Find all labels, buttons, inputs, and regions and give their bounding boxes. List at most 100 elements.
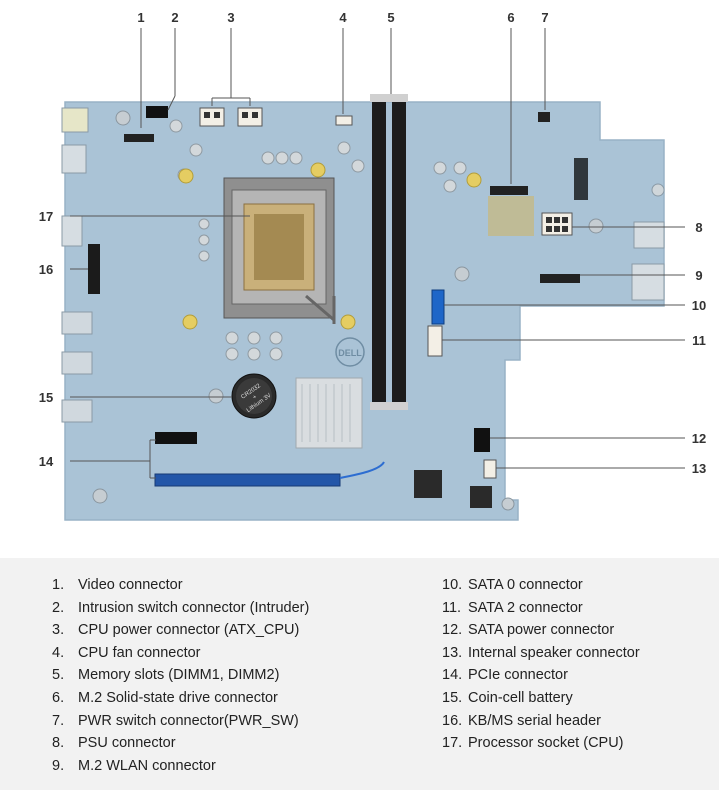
legend-num: 5. [52,667,65,684]
m2-ssd-connector [490,186,528,195]
legend-item-1: 1.Video connector [52,574,309,597]
legend-item-11: 11. SATA 2 connector [442,597,640,620]
legend-column-right: 10.SATA 0 connector 11.SATA 2 connector … [442,574,640,755]
legend-num: 16. [442,712,463,729]
legend-item-2: 2. Intrusion switch connector (Intruder) [52,597,309,620]
legend-text: CPU power connector (ATX_CPU) [78,622,300,639]
callout-3: 3 [227,10,234,25]
legend-item-13: 13. Internal speaker connector [442,642,640,665]
legend-text: Memory slots (DIMM1, DIMM2) [78,667,280,684]
callout-13: 13 [692,461,706,476]
legend-text: Internal speaker connector [468,644,640,661]
legend-item-7: 7.PWR switch connector(PWR_SW) [52,710,309,733]
callout-lines [70,28,685,479]
speaker-connector [483,459,497,479]
legend-item-9: 9. M.2 WLAN connector [52,755,309,778]
motherboard-svg: DELL CR2032 + Lithium 3V [39,10,706,521]
small-chip [574,158,588,200]
chipset-heatsink [295,377,363,449]
io-port-5 [61,399,93,423]
memory-slots [370,94,408,410]
sata0-connector [431,289,445,325]
legend-text: Coin-cell battery [468,689,573,706]
dell-logo [335,337,365,367]
legend-text: M.2 WLAN connector [78,757,216,774]
legend-item-4: 4. CPU fan connector [52,642,309,665]
legend-text: Processor socket (CPU) [468,735,624,752]
callout-12: 12 [692,431,706,446]
legend-text: PWR switch connector(PWR_SW) [78,712,299,729]
kbms-header [88,244,100,294]
legend-text: M.2 Solid-state drive connector [78,689,278,706]
legend-num: 2. [52,599,65,616]
legend-text: SATA 2 connector [468,599,583,616]
legend-item-6: 6.M.2 Solid-state drive connector [52,687,309,710]
callout-15: 15 [39,390,53,405]
legend-item-12: 12. SATA power connector [442,619,640,642]
battery-text-2: + [252,394,259,401]
legend-text: Video connector [78,577,183,593]
io-usb-2 [61,351,93,375]
io-video-port [61,144,87,174]
cpu-power-connector [199,107,263,127]
callout-2: 2 [171,10,178,25]
right-jack [651,183,665,197]
legend-panel: 1.Video connector 2. Intrusion switch con… [0,558,719,790]
callout-11: 11 [692,333,706,348]
legend-num: 17. [442,735,463,752]
callout-16: 16 [39,262,53,277]
legend-item-3: 3. CPU power connector (ATX_CPU) [52,619,309,642]
legend-item-8: 8. PSU connector [52,732,309,755]
motherboard-diagram: DELL CR2032 + Lithium 3V [38,10,707,521]
legend-text: PSU connector [78,735,176,752]
cpu-fan-connector [335,115,353,126]
legend-num: 11. [442,599,462,616]
blue-cable [339,461,385,479]
io-usb-1 [61,311,93,335]
callout-5: 5 [387,10,394,25]
legend-text: KB/MS serial header [468,712,601,729]
dell-logo-text: DELL [338,348,362,358]
video-connector [124,134,154,142]
psu-connector [541,212,573,236]
pwr-switch-connector [538,112,550,122]
m2-ssd-area [488,196,534,236]
legend-num: 15. [442,689,463,706]
legend-text: SATA power connector [468,622,615,639]
callout-1: 1 [137,10,144,25]
super-io-chip [414,470,442,498]
right-port-2 [631,263,665,301]
legend-num: 13. [442,644,463,661]
legend-num: 14. [442,667,463,684]
legend-num: 10. [442,577,463,593]
right-port-1 [633,221,665,249]
callout-7: 7 [541,10,548,25]
pcie-connector [154,432,341,487]
yellow-caps [178,162,482,330]
coin-cell-battery: CR2032 + Lithium 3V [231,373,277,419]
legend-text: CPU fan connector [78,644,201,661]
legend-num: 12. [442,622,463,639]
legend-num: 3. [52,622,65,639]
legend-item-16: 16. KB/MS serial header [442,710,640,733]
legend-text: SATA 0 connector [468,577,583,593]
legend-item-5: 5. Memory slots (DIMM1, DIMM2) [52,664,309,687]
legend-num: 8. [52,735,65,752]
legend-column-left: 1.Video connector 2. Intrusion switch con… [52,574,309,777]
callout-numbers: 1 2 3 4 5 6 7 8 9 10 11 12 13 14 15 16 1… [39,10,706,476]
sata-power-connector [474,428,490,452]
legend-text: PCIe connector [468,667,568,684]
mount-holes [92,110,604,511]
legend-num: 4. [52,644,65,661]
legend-item-17: 17. Processor socket (CPU) [442,732,640,755]
callout-10: 10 [692,298,706,313]
processor-socket [223,177,336,324]
callout-14: 14 [39,454,54,469]
legend-text: Intrusion switch connector (Intruder) [78,599,310,616]
callout-6: 6 [507,10,514,25]
legend-num: 9. [52,757,65,774]
intrusion-connector [146,106,168,118]
io-chip-2 [470,486,492,508]
callout-4: 4 [339,10,347,25]
callout-9: 9 [695,268,702,283]
